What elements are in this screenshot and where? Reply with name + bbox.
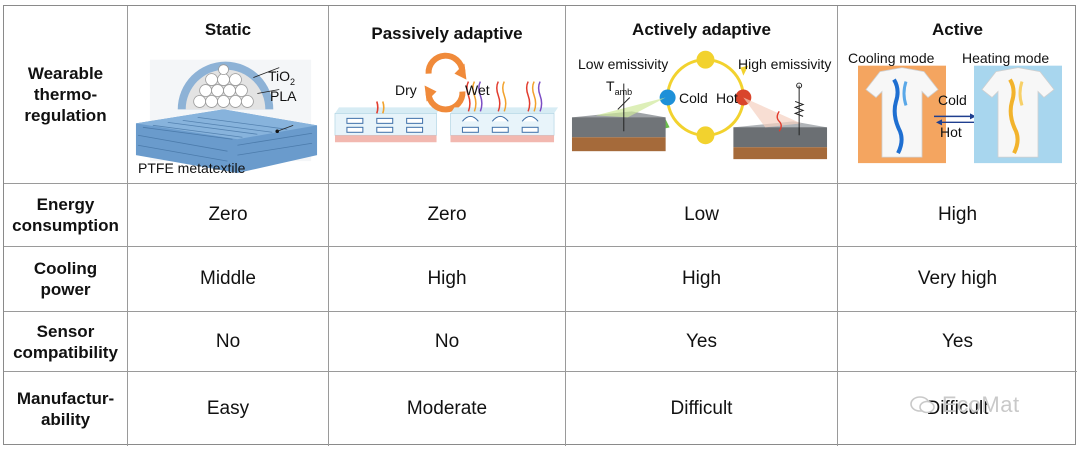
column-header-actively-adaptive: Actively adaptive — [632, 20, 771, 39]
row-header-line: consumption — [12, 216, 119, 235]
dry-label: Dry — [395, 82, 417, 98]
ptfe-metatextile-label: PTFE metatextile — [138, 160, 246, 176]
emissivity-switch-illustration — [571, 50, 828, 160]
heating-mode-label: Heating mode — [962, 50, 1050, 66]
figure-cell-passively-adaptive: Passively adaptive — [329, 6, 566, 184]
sensor-active: Yes — [838, 312, 1077, 372]
active-garment-illustration — [858, 65, 1062, 164]
cooling-mode-label: Cooling mode — [848, 50, 935, 66]
row-header-line: regulation — [24, 106, 107, 125]
passive-textile-illustration — [334, 52, 559, 143]
cold-state-label: Cold — [679, 90, 708, 106]
low-emissivity-label: Low emissivity — [578, 56, 669, 72]
sensor-passive: No — [329, 312, 566, 372]
cooling-actively: High — [566, 247, 838, 312]
manufacturability-actively: Difficult — [566, 372, 838, 446]
hot-arrow-label: Hot — [940, 124, 962, 140]
sensor-static: No — [128, 312, 329, 372]
row-header-line: thermo- — [33, 85, 98, 104]
row-header-line: ability — [40, 410, 91, 429]
energy-actively: Low — [566, 184, 838, 247]
figure-cell-static: Static — [128, 6, 329, 184]
hot-state-label: Hot — [716, 90, 738, 106]
cooling-active: Very high — [838, 247, 1077, 312]
comparison-table: Wearable thermo- regulation Static — [3, 5, 1077, 446]
cooling-passive: High — [329, 247, 566, 312]
pla-label: PLA — [270, 88, 297, 104]
wechat-icon — [910, 396, 935, 414]
energy-static: Zero — [128, 184, 329, 247]
wet-label: Wet — [465, 82, 490, 98]
energy-active: High — [838, 184, 1077, 247]
row-header-line: Cooling — [33, 259, 98, 278]
row-header-line: power — [40, 280, 91, 299]
cooling-static: Middle — [128, 247, 329, 312]
manufacturability-passive: Moderate — [329, 372, 566, 446]
cold-arrow-label: Cold — [938, 92, 967, 108]
figure-cell-actively-adaptive: Actively adaptive — [566, 6, 838, 184]
column-header-passively-adaptive: Passively adaptive — [371, 24, 523, 43]
high-emissivity-label: High emissivity — [738, 56, 832, 72]
manufacturability-static: Easy — [128, 372, 329, 446]
tio2-label: TiO2 — [268, 68, 296, 87]
row-header-line: Manufactur- — [16, 389, 115, 408]
sensor-actively: Yes — [566, 312, 838, 372]
ptfe-metatextile-illustration — [135, 59, 318, 174]
row-header-line: compatibility — [13, 342, 118, 362]
row-header-manufacturability: Manufactur- ability — [4, 372, 128, 446]
row-header-wearable-thermoregulation: Wearable thermo- regulation — [4, 6, 128, 184]
watermark: EcoMat — [910, 392, 1020, 418]
manufacturability-active: Difficult — [926, 398, 989, 419]
column-header-static: Static — [204, 20, 252, 39]
energy-passive: Zero — [329, 184, 566, 247]
tamb-label: Tamb — [606, 78, 633, 97]
row-header-line: Wearable — [27, 64, 104, 83]
row-header-sensor-compatibility: Sensor compatibility — [4, 312, 128, 372]
column-header-active: Active — [931, 20, 984, 39]
figure-cell-active: Active Cooling mode Heating mode Cold Ho… — [838, 6, 1077, 184]
row-header-cooling-power: Cooling power — [4, 247, 128, 312]
row-header-line: Sensor — [36, 321, 95, 341]
row-header-line: Energy — [36, 195, 95, 214]
row-header-energy-consumption: Energy consumption — [4, 184, 128, 247]
watermark-text: EcoMat — [942, 392, 1020, 417]
